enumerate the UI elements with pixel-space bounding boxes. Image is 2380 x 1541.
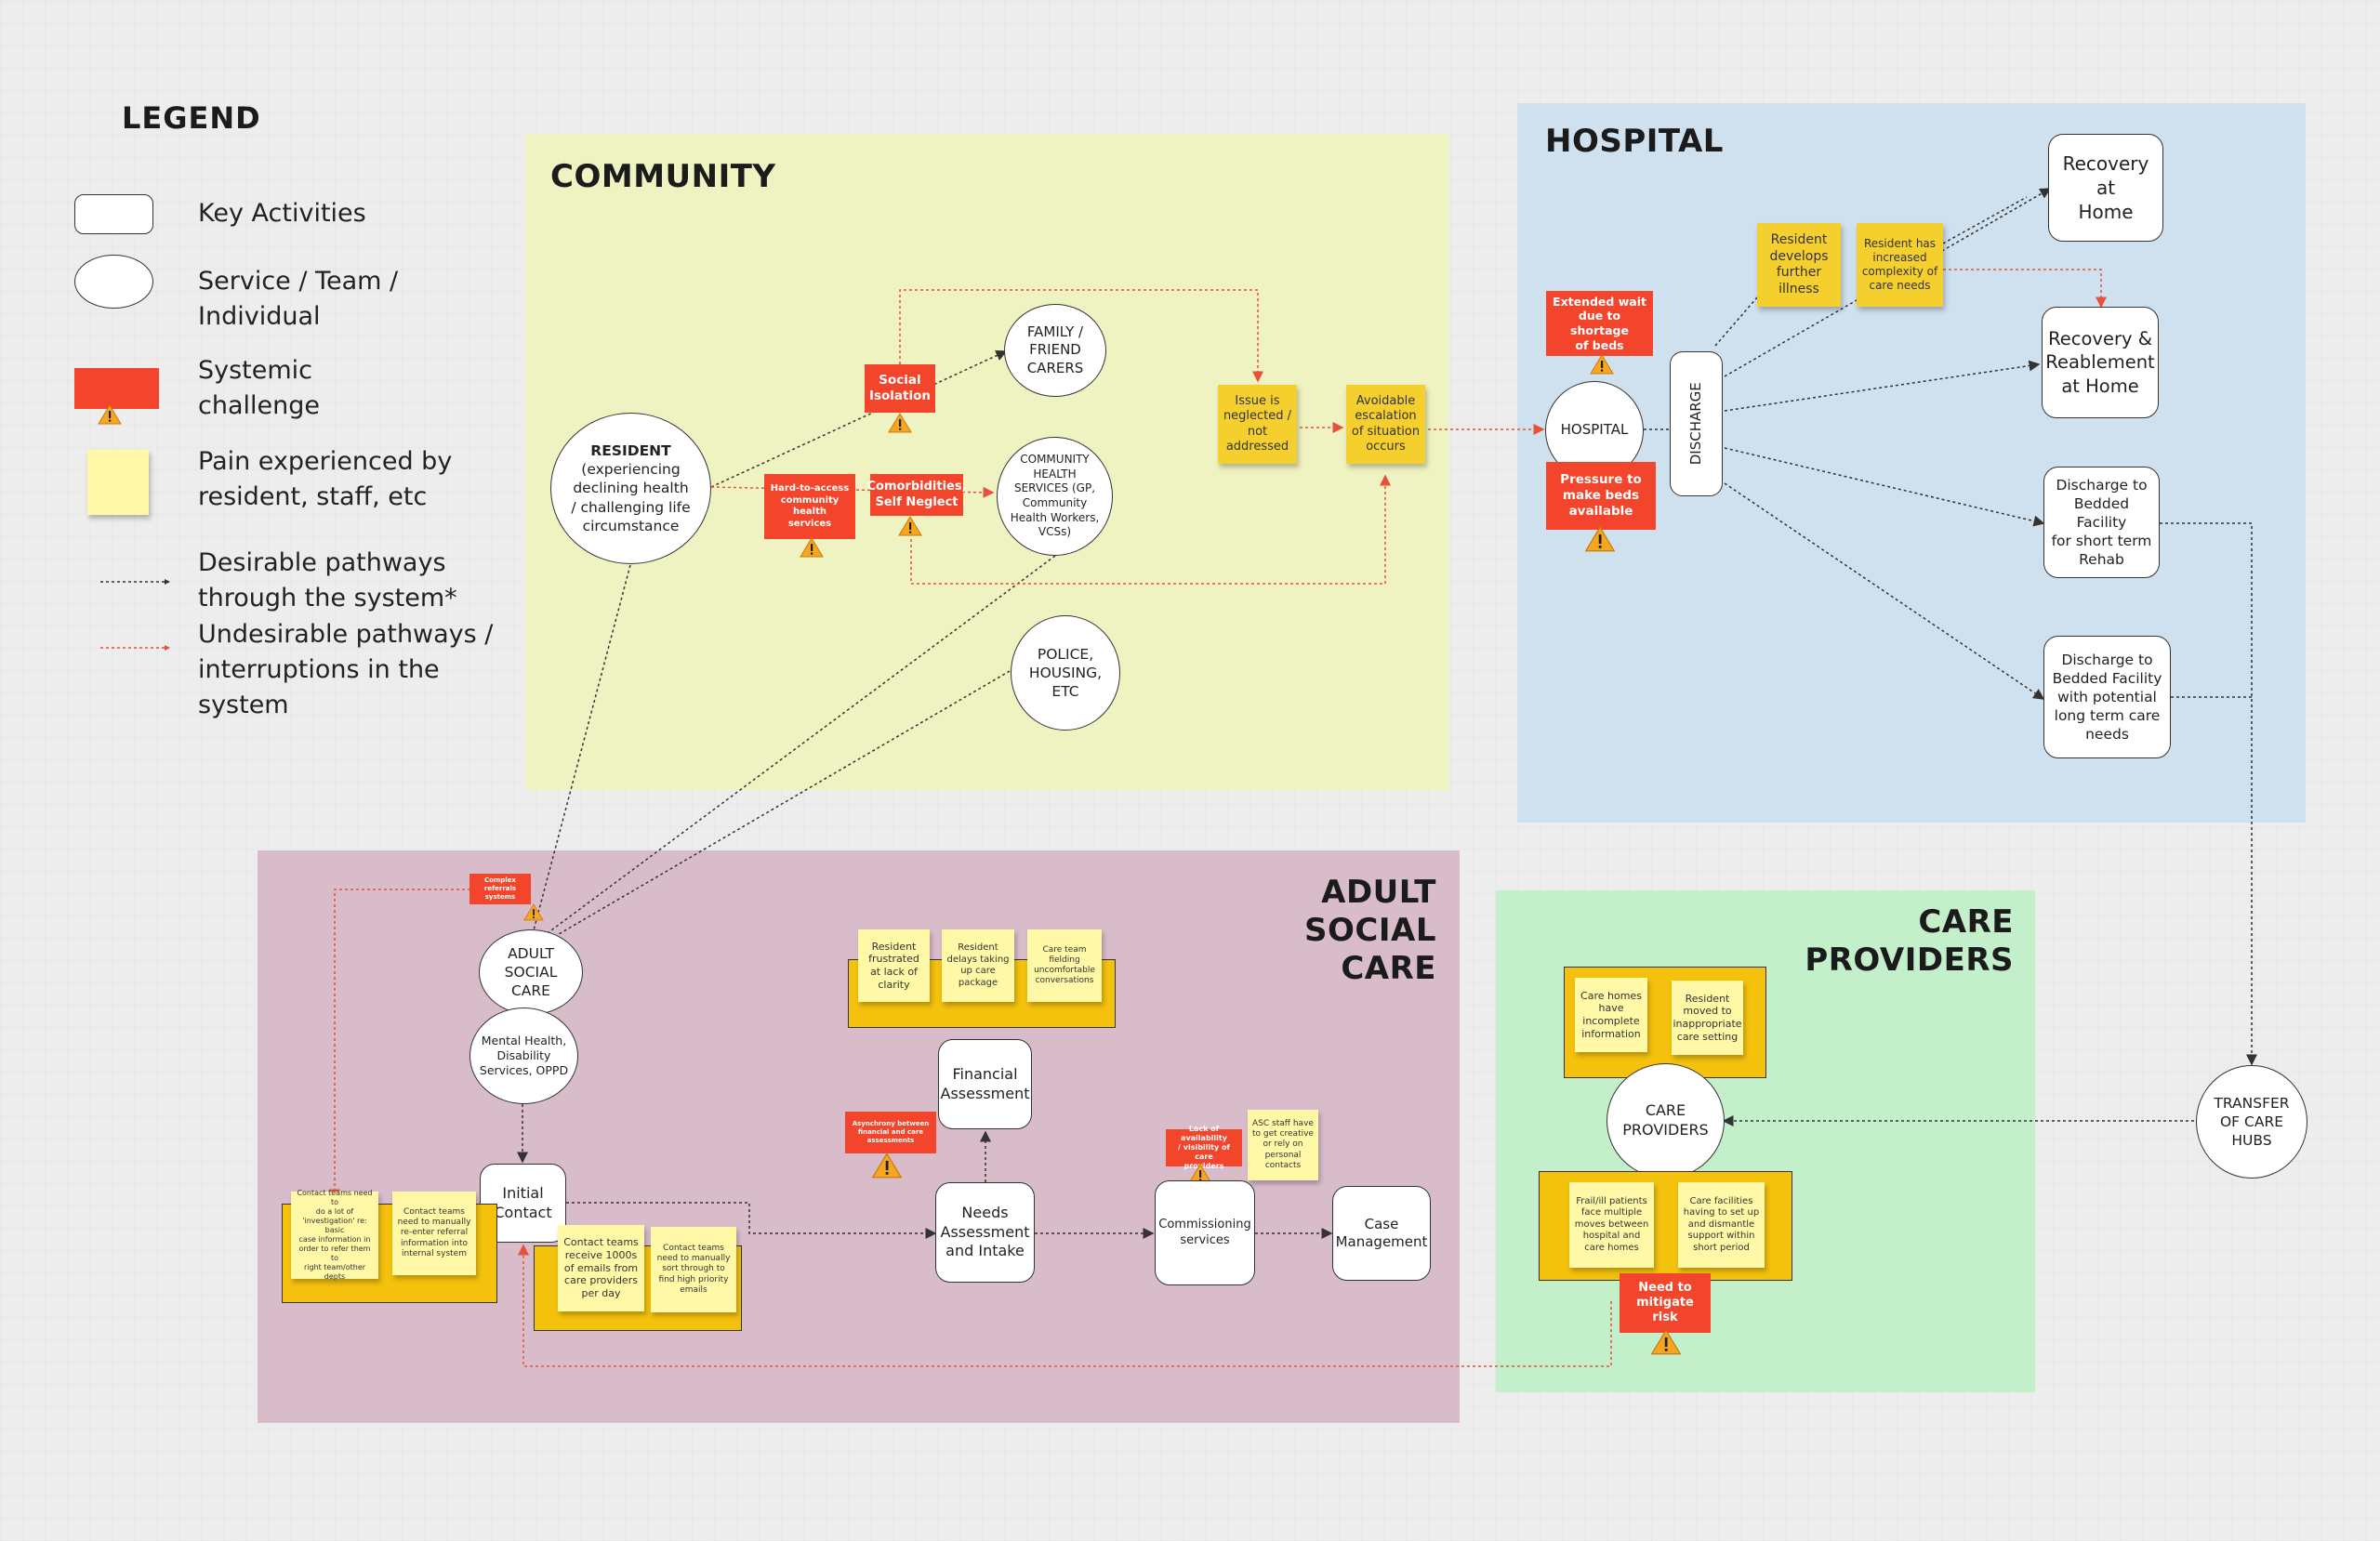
- legend-systemic-challenge: Systemic challenge: [198, 356, 320, 420]
- warning-icon: [800, 537, 824, 558]
- police-housing-node[interactable]: POLICE, HOUSING, ETC: [1011, 615, 1120, 731]
- extended-wait-challenge: Extended wait due to shortage of beds: [1546, 291, 1653, 356]
- mitigate-risk-loop-link: [518, 1244, 1612, 1367]
- discharge-to-bedded-short-link: [1724, 447, 2045, 527]
- issue-neglected-pain: Issue is neglected / not addressed: [1218, 385, 1297, 464]
- legend-pain-swatch: [87, 450, 149, 515]
- resident-node[interactable]: RESIDENT (experiencing declining health …: [550, 413, 711, 564]
- adult-social-care-title: ADULT SOCIAL CARE: [1304, 874, 1436, 987]
- resident-to-asc-link: [526, 564, 631, 946]
- care-providers-title: CARE PROVIDERS: [1805, 903, 2014, 979]
- financial-assessment-node[interactable]: Financial Assessment: [938, 1039, 1032, 1129]
- case-management-node[interactable]: Case Management: [1332, 1186, 1431, 1281]
- investigation-pain: Contact teams need to do a lot of 'inves…: [291, 1189, 378, 1281]
- commissioning-node[interactable]: Commissioning services: [1155, 1180, 1255, 1285]
- legend-key-activities: Key Activities: [198, 199, 366, 228]
- further-illness-pain: Resident develops further illness: [1757, 223, 1841, 307]
- fielding-pain: Care team fielding uncomfortable convers…: [1027, 929, 1102, 1002]
- initial-contact-to-needs-link: [566, 1202, 937, 1239]
- resident-title: RESIDENT: [590, 442, 671, 460]
- social-isolation-challenge: Social Isolation: [865, 364, 935, 413]
- inappropriate-setting-pain: Resident moved to inappropriate care set…: [1672, 981, 1743, 1055]
- lack-availability-challenge: Lack of availability / visibility of car…: [1166, 1125, 1242, 1170]
- warning-icon: [898, 516, 922, 536]
- mental-health-node[interactable]: Mental Health, Disability Services, OPPD: [469, 1008, 578, 1104]
- reenter-pain: Contact teams need to manually re-enter …: [392, 1192, 476, 1275]
- frail-moves-pain: Frail/ill patients face multiple moves b…: [1569, 1182, 1654, 1268]
- discharge-to-recovery-home-link: [1724, 188, 2052, 377]
- frustrated-pain: Resident frustrated at lack of clarity: [858, 929, 930, 1002]
- care-providers-node[interactable]: CARE PROVIDERS: [1606, 1063, 1725, 1179]
- discharge-node[interactable]: DISCHARGE: [1670, 351, 1723, 496]
- warning-icon: [523, 903, 544, 921]
- warning-icon: [1590, 354, 1614, 375]
- discharge-to-reablement-link: [1724, 360, 2041, 412]
- police-to-asc-link: [530, 670, 1011, 951]
- legend-desirable-line: [100, 579, 170, 585]
- discharge-label: DISCHARGE: [1686, 382, 1704, 466]
- legend-key-activity-swatch: [74, 194, 153, 234]
- social-isolation-to-neglect-link: [899, 289, 1263, 383]
- bedded-short-to-hubs-link: [2160, 522, 2257, 1066]
- emails-pain: Contact teams receive 1000s of emails fr…: [558, 1225, 644, 1311]
- legend-undesirable: Undesirable pathways / interruptions in …: [198, 620, 494, 719]
- warning-icon: [871, 1152, 903, 1179]
- legend-title: LEGEND: [122, 100, 261, 136]
- warning-icon: [1650, 1329, 1682, 1355]
- hard-to-access-challenge: Hard-to-access community health services: [764, 474, 855, 539]
- sort-emails-pain: Contact teams need to manually sort thro…: [651, 1227, 736, 1312]
- resident-description: (experiencing declining health / challen…: [571, 461, 691, 534]
- recovery-home-node[interactable]: Recovery at Home: [2048, 134, 2163, 242]
- warning-icon: [1584, 526, 1616, 552]
- hospital-title: HOSPITAL: [1545, 123, 1724, 160]
- bedded-short-node[interactable]: Discharge to Bedded Facility for short t…: [2043, 467, 2160, 578]
- complex-referrals-challenge: Complex referrals systems: [469, 874, 531, 904]
- avoidable-escalation-pain: Avoidable escalation of situation occurs: [1346, 385, 1425, 464]
- legend-pain: Pain experienced by resident, staff, etc: [198, 447, 453, 511]
- community-health-node[interactable]: COMMUNITY HEALTH SERVICES (GP, Community…: [997, 437, 1113, 556]
- needs-assessment-node[interactable]: Needs Assessment and Intake: [935, 1182, 1035, 1283]
- community-title: COMMUNITY: [550, 158, 776, 195]
- asc-node[interactable]: ADULT SOCIAL CARE: [479, 929, 583, 1015]
- reablement-node[interactable]: Recovery & Reablement at Home: [2042, 307, 2159, 418]
- asynchrony-challenge: Asynchrony between financial and care as…: [845, 1112, 936, 1153]
- asc-creative-pain: ASC staff have to get creative or rely o…: [1248, 1110, 1318, 1180]
- complexity-to-reablement-link: [1943, 269, 2107, 309]
- comorbidities-challenge: Comorbidities, Self Neglect: [866, 474, 967, 516]
- bedded-long-node[interactable]: Discharge to Bedded Facility with potent…: [2043, 636, 2171, 758]
- mitigate-risk-challenge: Need to mitigate risk: [1620, 1273, 1711, 1333]
- discharge-to-pain-link: [1714, 296, 1758, 347]
- transfer-hubs-node[interactable]: TRANSFER OF CARE HUBS: [2196, 1065, 2307, 1179]
- warning-icon: [888, 413, 912, 433]
- complex-referrals-link: [329, 889, 476, 1201]
- pressure-beds-challenge: Pressure to make beds available: [1546, 462, 1656, 530]
- family-carers-node[interactable]: FAMILY / FRIEND CARERS: [1004, 304, 1106, 397]
- set-up-support-pain: Care facilities having to set up and dis…: [1678, 1182, 1765, 1268]
- delays-package-pain: Resident delays taking up care package: [942, 929, 1014, 1002]
- incomplete-info-pain: Care homes have incomplete information: [1575, 978, 1647, 1052]
- legend-service-swatch: [74, 255, 153, 309]
- discharge-to-bedded-long-link: [1724, 482, 2045, 700]
- health-to-asc-link: [528, 555, 1056, 947]
- resident-to-family-link: [710, 349, 1008, 488]
- legend-service-team: Service / Team / Individual: [198, 267, 399, 331]
- pain-to-recovery-link: [1942, 196, 2028, 244]
- legend-undesirable-line: [100, 645, 170, 651]
- increased-complexity-pain: Resident has increased complexity of car…: [1857, 223, 1943, 307]
- legend-desirable: Desirable pathways through the system*: [198, 548, 457, 612]
- legend-challenge-swatch: [74, 368, 159, 409]
- warning-icon: [98, 404, 122, 425]
- comorbidity-to-escalation-link: [910, 474, 1391, 585]
